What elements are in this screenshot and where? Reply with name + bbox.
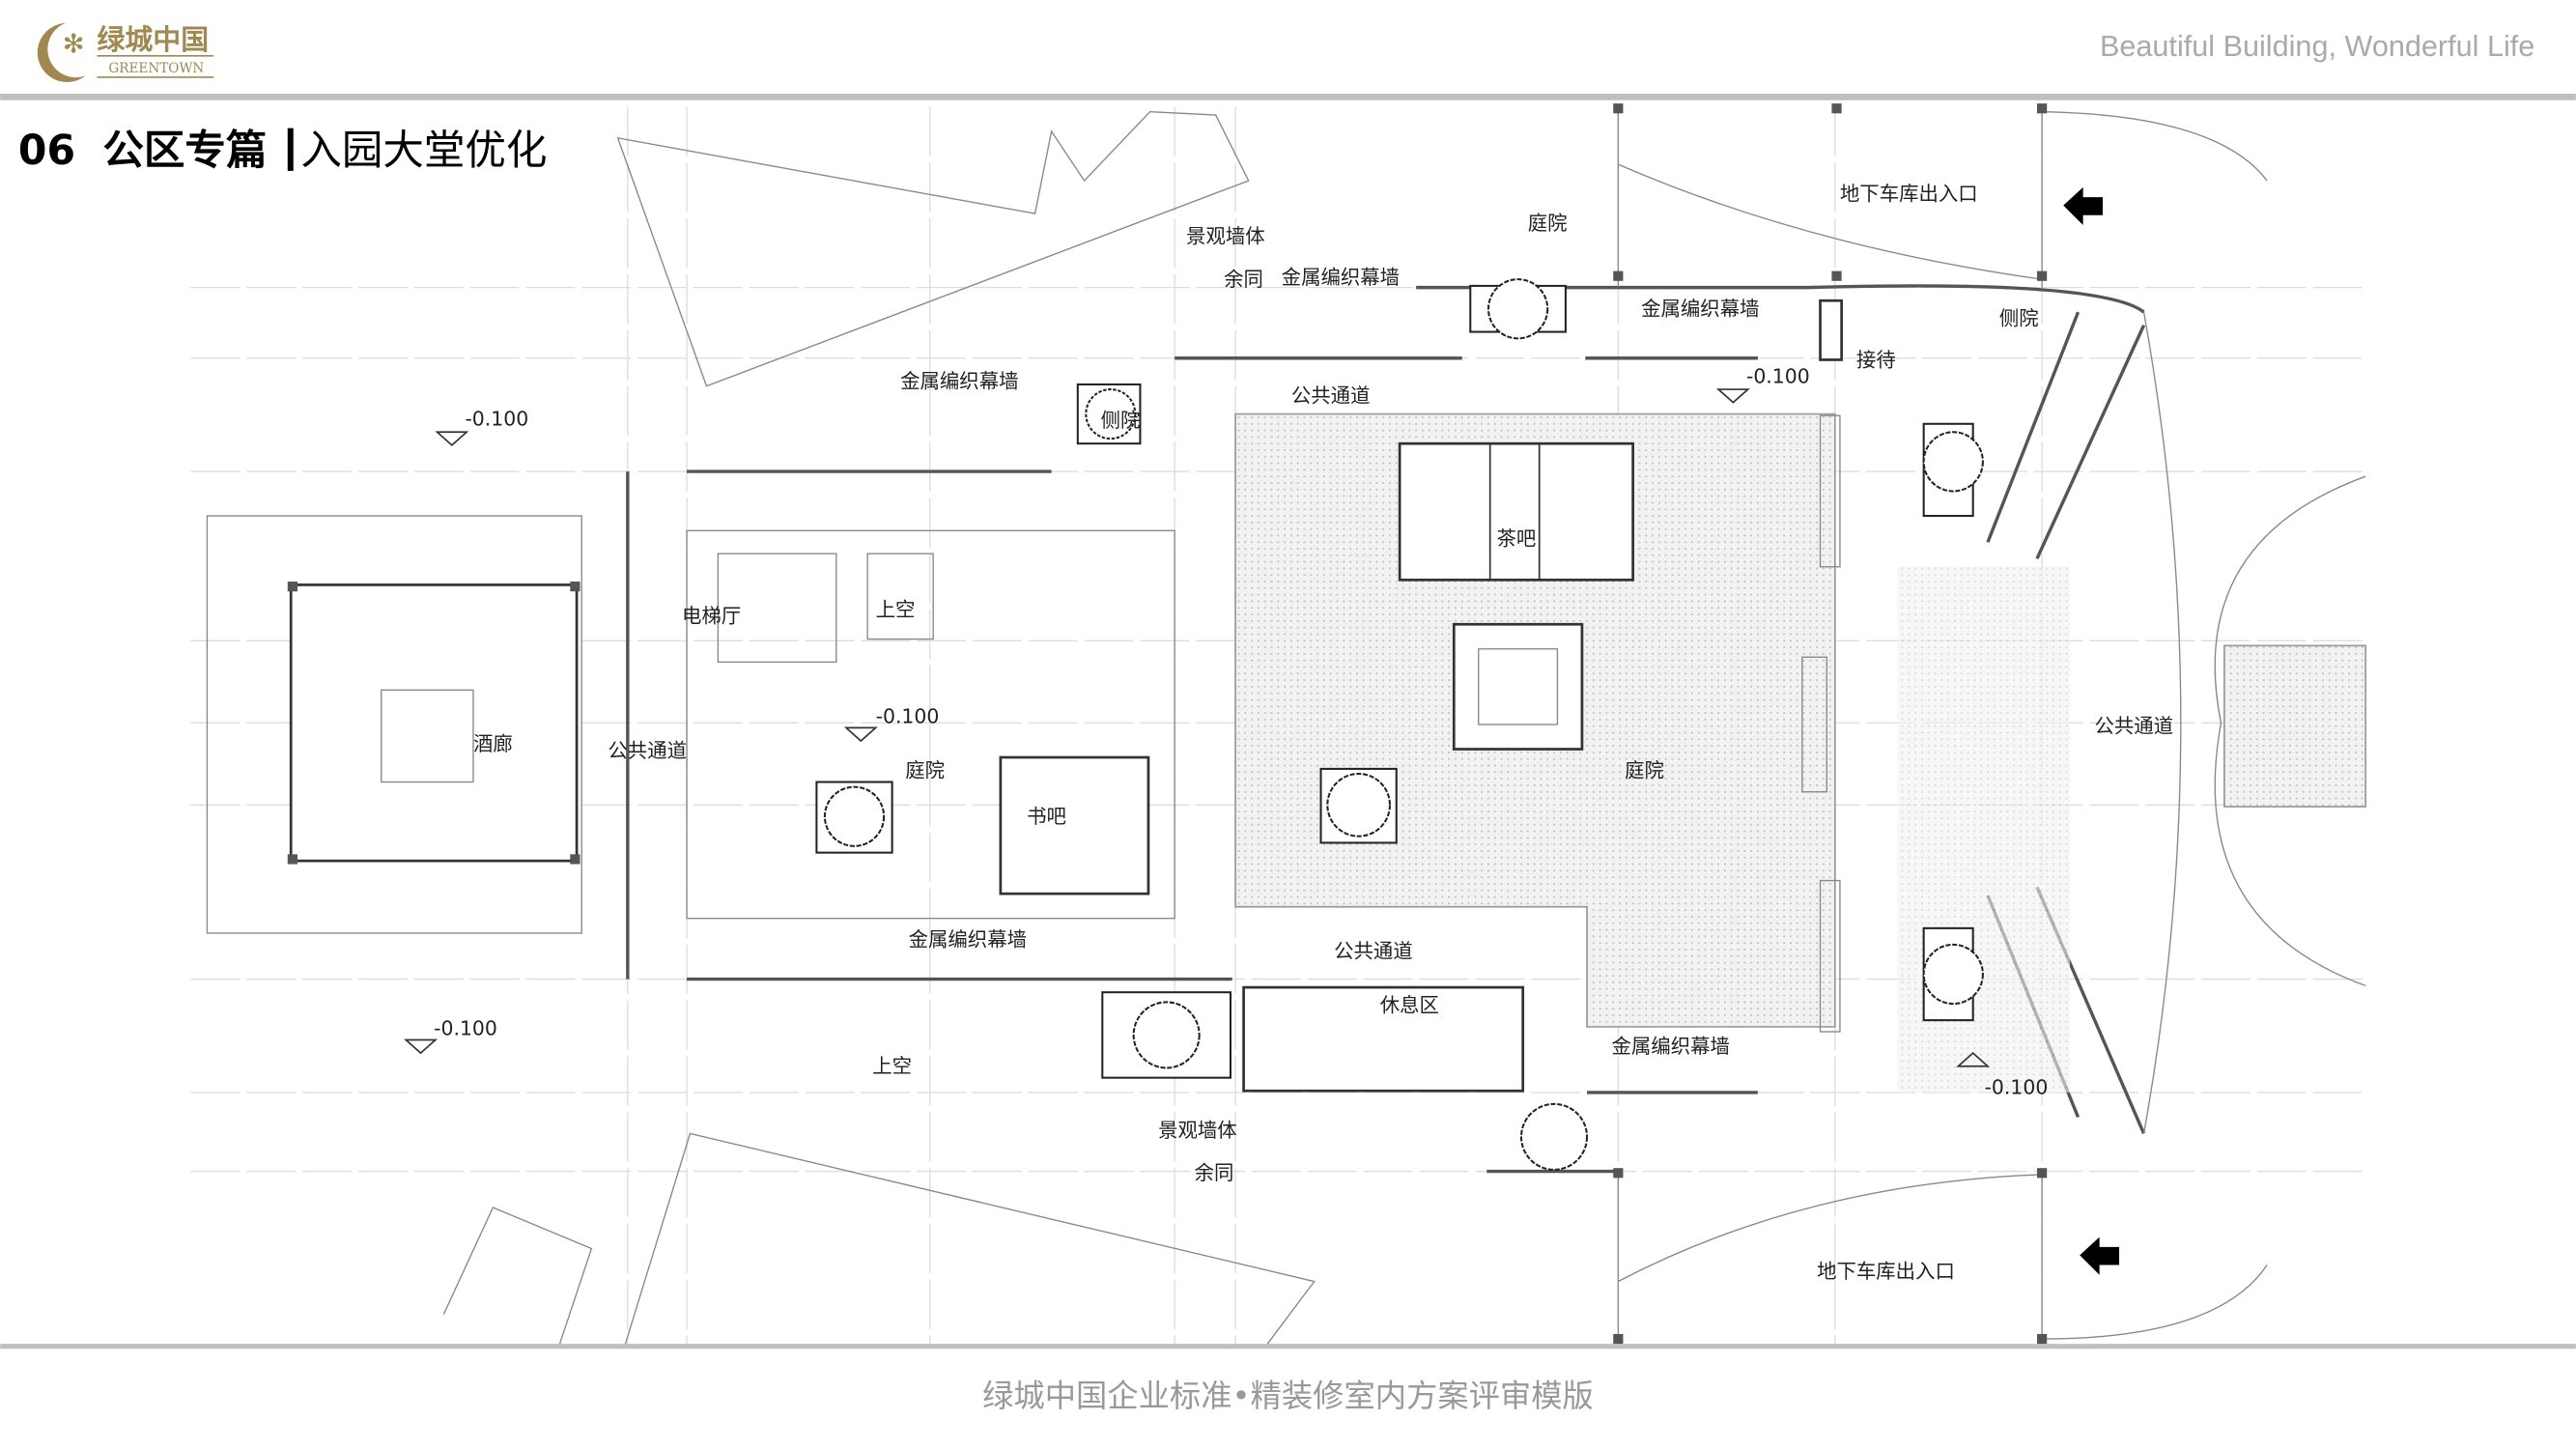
label-public-corridor: 公共通道: [2095, 715, 2174, 738]
label-elevation: -0.100: [1746, 364, 1810, 387]
label-same: 余同: [1195, 1161, 1234, 1184]
footer-text: 绿城中国企业标准•精装修室内方案评审模版: [982, 1378, 1594, 1414]
label-landscape-wall: 景观墙体: [1186, 225, 1265, 248]
label-rest-area: 休息区: [1380, 994, 1439, 1017]
label-void: 上空: [872, 1055, 912, 1078]
label-courtyard: 庭院: [1625, 758, 1664, 781]
label-side-yard: 侧院: [1101, 409, 1141, 432]
svg-text:✻: ✻: [63, 29, 85, 59]
label-tea-bar: 茶吧: [1496, 527, 1536, 551]
label-book-bar: 书吧: [1027, 805, 1066, 828]
label-void: 上空: [876, 598, 916, 621]
label-courtyard: 庭院: [1528, 212, 1568, 235]
footer-divider: [0, 1344, 2576, 1350]
label-reception: 接待: [1856, 348, 1896, 371]
label-public-corridor: 公共通道: [1291, 384, 1371, 408]
label-metal-curtain-wall: 金属编织幕墙: [909, 928, 1027, 952]
label-public-corridor: 公共通道: [1334, 939, 1413, 962]
title-number: 06: [18, 128, 75, 175]
label-elevation: -0.100: [465, 407, 528, 430]
label-elevation: -0.100: [434, 1016, 497, 1039]
title-main: 公区专篇: [102, 128, 267, 175]
title-sub: 入园大堂优化: [300, 128, 547, 175]
page-title: 06 公区专篇 入园大堂优化: [18, 128, 548, 175]
label-elevation: -0.100: [1985, 1076, 2049, 1099]
label-metal-curtain-wall: 金属编织幕墙: [1641, 298, 1759, 321]
logo: ✻ 绿城中国 GREENTOWN: [37, 22, 214, 83]
arrow-left-icon: [2063, 186, 2104, 225]
header-divider: [0, 93, 2576, 100]
logo-text-en: GREENTOWN: [108, 61, 204, 76]
slogan: Beautiful Building, Wonderful Life: [2100, 30, 2534, 63]
logo-text-cn: 绿城中国: [98, 23, 210, 56]
label-side-yard: 侧院: [1999, 307, 2039, 330]
svg-text:06 公区专篇: 06 公区专篇: [18, 128, 268, 175]
arrow-left-icon: [2080, 1236, 2120, 1275]
label-landscape-wall: 景观墙体: [1158, 1119, 1237, 1142]
label-same: 余同: [1224, 268, 1263, 291]
label-garage-entrance: 地下车库出入口: [1840, 182, 1978, 205]
floor-plan: [190, 103, 2366, 1348]
label-elevation: -0.100: [876, 704, 940, 727]
label-public-corridor: 公共通道: [608, 739, 687, 762]
label-garage-entrance: 地下车库出入口: [1817, 1260, 1955, 1283]
label-courtyard: 庭院: [905, 758, 945, 781]
label-elevator-hall: 电梯厅: [682, 605, 741, 628]
label-lounge: 酒廊: [473, 732, 513, 755]
label-metal-curtain-wall: 金属编织幕墙: [1282, 266, 1400, 289]
label-metal-curtain-wall: 金属编织幕墙: [1612, 1035, 1730, 1058]
label-metal-curtain-wall: 金属编织幕墙: [900, 369, 1018, 392]
plan-labels: 景观墙体 余同 金属编织幕墙 庭院 地下车库出入口 金属编织幕墙 接待 侧院 -…: [434, 182, 2173, 1283]
